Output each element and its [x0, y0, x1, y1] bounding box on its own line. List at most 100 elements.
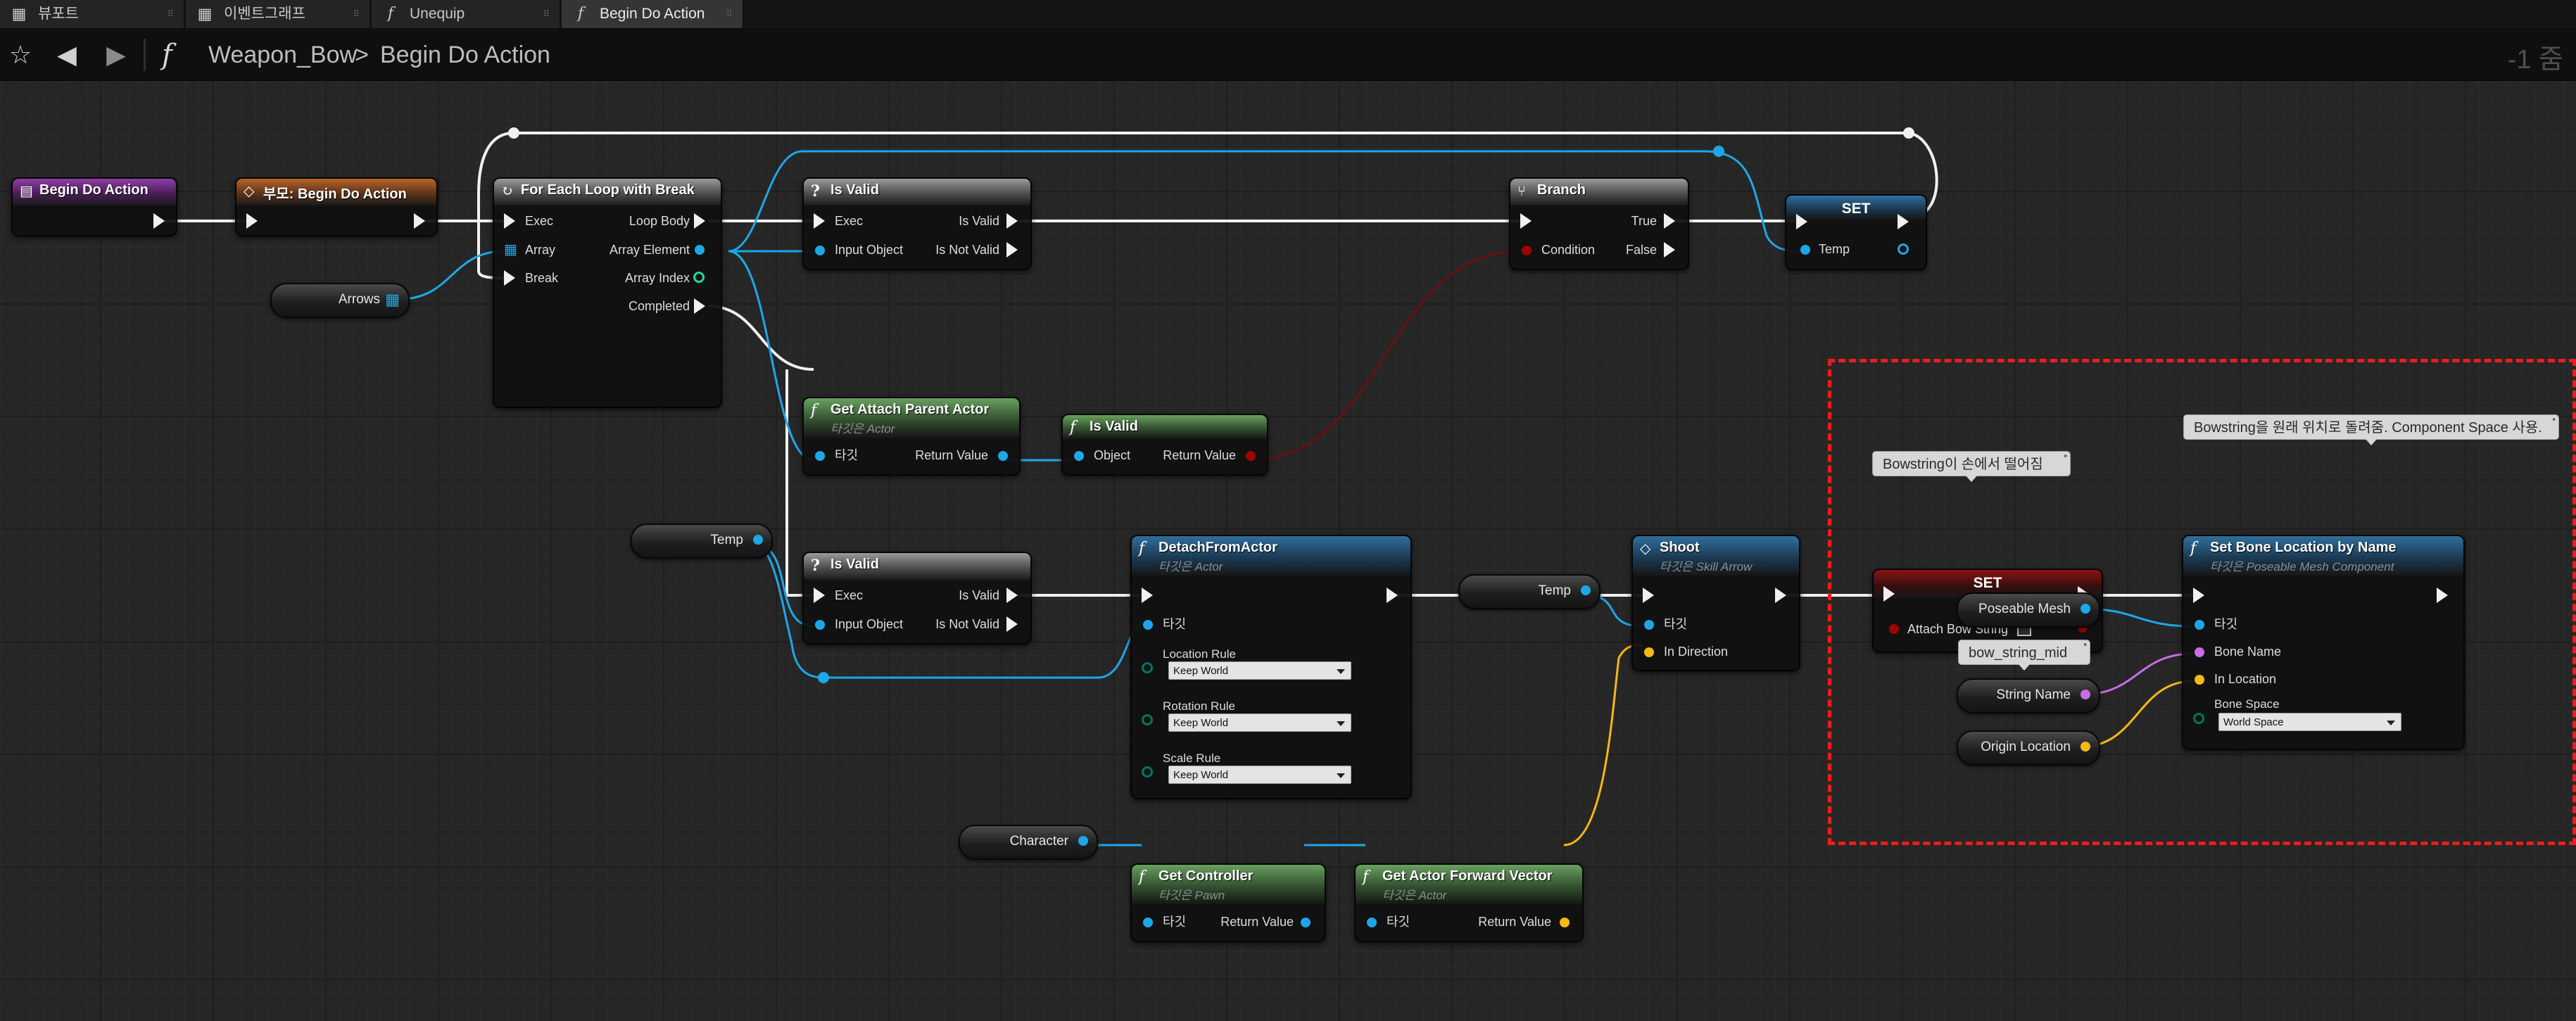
node-for-each-loop-with-break[interactable]: ↻For Each Loop with Break Exec ▦ Array B…: [493, 177, 722, 408]
object-in-pin[interactable]: [815, 620, 825, 630]
object-out-pin[interactable]: [1581, 585, 1591, 595]
exec-out-pin[interactable]: [153, 213, 165, 229]
reroute-knot[interactable]: [1903, 127, 1914, 139]
object-in-pin[interactable]: [1644, 620, 1654, 630]
object-out-pin[interactable]: [695, 245, 705, 255]
node-begin-do-action[interactable]: ▤Begin Do Action: [11, 177, 177, 236]
exec-in-pin[interactable]: [1142, 588, 1153, 603]
node-is-valid[interactable]: ?Is Valid Exec Input Object Is Valid Is …: [802, 177, 1032, 270]
exec-out-pin[interactable]: [1006, 242, 1018, 258]
vector-in-pin[interactable]: [2195, 675, 2204, 685]
object-in-pin[interactable]: [815, 246, 825, 255]
object-out-pin[interactable]: [1301, 918, 1311, 927]
exec-in-pin[interactable]: [814, 213, 825, 229]
exec-out-pin[interactable]: [414, 213, 425, 229]
exec-out-pin[interactable]: [1006, 588, 1018, 603]
exec-in-break-pin[interactable]: [504, 270, 515, 286]
exec-out-pin[interactable]: [2437, 588, 2448, 603]
node-is-valid[interactable]: ?Is Valid Exec Input Object Is Valid Is …: [802, 552, 1032, 645]
reroute-knot[interactable]: [1713, 146, 1724, 157]
exec-in-pin[interactable]: [814, 588, 825, 603]
object-in-pin[interactable]: [1143, 918, 1153, 927]
object-in-pin[interactable]: [1143, 620, 1153, 630]
vector-in-pin[interactable]: [1644, 647, 1654, 657]
vector-out-pin[interactable]: [1560, 918, 1570, 927]
object-out-pin[interactable]: [998, 451, 1008, 461]
exec-out-pin[interactable]: [1387, 588, 1398, 603]
exec-out-pin[interactable]: [1006, 213, 1018, 229]
object-in-pin[interactable]: [1367, 918, 1377, 927]
node-parent-begin-do-action[interactable]: ◇부모: Begin Do Action: [235, 177, 438, 236]
object-out-pin[interactable]: [753, 535, 763, 545]
exec-out-pin[interactable]: [1898, 214, 1909, 229]
exec-out-pin[interactable]: [1775, 588, 1786, 603]
byte-in-pin[interactable]: [2193, 713, 2204, 724]
location-rule-dropdown[interactable]: Keep World: [1168, 661, 1351, 680]
array-pin-icon[interactable]: ▦: [385, 291, 400, 308]
exec-out-pin[interactable]: [1006, 616, 1018, 632]
variable-arrows[interactable]: Arrows ▦: [270, 283, 410, 318]
exec-in-pin[interactable]: [246, 213, 258, 229]
node-branch[interactable]: ⑂Branch Condition True False: [1509, 177, 1689, 270]
forward-arrow-icon[interactable]: ▶: [106, 40, 126, 69]
collapse-icon[interactable]: ▪: [2552, 414, 2556, 424]
breadcrumb-parent[interactable]: Weapon_Bow: [208, 42, 358, 68]
exec-out-pin[interactable]: [694, 213, 705, 229]
variable-temp[interactable]: Temp: [1458, 574, 1600, 609]
rotation-rule-dropdown[interactable]: Keep World: [1168, 714, 1351, 732]
exec-out-pin[interactable]: [1664, 213, 1675, 229]
int-out-pin[interactable]: [693, 272, 705, 283]
collapse-icon[interactable]: ▪: [2083, 639, 2087, 649]
object-out-pin[interactable]: [1898, 243, 1909, 255]
favorite-star-icon[interactable]: ☆: [8, 40, 32, 69]
collapse-icon[interactable]: ▪: [2064, 450, 2067, 461]
exec-in-pin[interactable]: [2193, 588, 2204, 603]
bool-in-pin[interactable]: [1889, 624, 1899, 634]
blueprint-graph-canvas[interactable]: ▤Begin Do Action ◇부모: Begin Do Action ↻F…: [0, 81, 2576, 1021]
exec-in-pin[interactable]: [1643, 588, 1654, 603]
byte-in-pin[interactable]: [1142, 714, 1153, 725]
byte-in-pin[interactable]: [1142, 766, 1153, 778]
array-pin-icon[interactable]: ▦: [504, 242, 517, 258]
bone-space-dropdown[interactable]: World Space: [2218, 713, 2401, 731]
bool-in-pin[interactable]: [1522, 246, 1532, 255]
variable-poseable-mesh[interactable]: Poseable Mesh: [1957, 592, 2100, 628]
exec-in-pin[interactable]: [1883, 586, 1895, 602]
tab-event-graph[interactable]: ▦ 이벤트그래프 ⠿: [186, 0, 370, 28]
back-arrow-icon[interactable]: ◀: [57, 40, 77, 69]
variable-origin-location[interactable]: Origin Location: [1957, 730, 2100, 766]
reroute-knot[interactable]: [818, 672, 829, 683]
name-out-pin[interactable]: [2081, 690, 2090, 699]
scale-rule-dropdown[interactable]: Keep World: [1168, 766, 1351, 784]
object-in-pin[interactable]: [1800, 245, 1810, 255]
tab-viewport[interactable]: ▦ 뷰포트 ⠿: [0, 0, 184, 28]
tab-unequip[interactable]: f Unequip ⠿: [372, 0, 560, 28]
comment-bubble[interactable]: Bowstring이 손에서 떨어짐▪: [1872, 450, 2071, 482]
exec-out-pin[interactable]: [1664, 242, 1675, 258]
object-in-pin[interactable]: [1074, 451, 1084, 461]
variable-temp[interactable]: Temp: [631, 524, 773, 559]
comment-bubble[interactable]: Bowstring을 원래 위치로 돌려줌. Component Space 사…: [2183, 414, 2559, 445]
object-in-pin[interactable]: [815, 451, 825, 461]
exec-in-pin[interactable]: [1520, 213, 1532, 229]
comment-bubble[interactable]: bow_string_mid▪: [1958, 639, 2090, 671]
tab-begin-do-action[interactable]: f Begin Do Action ⠿: [562, 0, 743, 28]
variable-character[interactable]: Character: [959, 825, 1098, 860]
variable-string-name[interactable]: String Name: [1957, 678, 2100, 714]
name-in-pin[interactable]: [2195, 647, 2204, 657]
reroute-knot[interactable]: [508, 127, 519, 139]
object-out-pin[interactable]: [2081, 604, 2090, 614]
object-out-pin[interactable]: [1078, 836, 1088, 846]
exec-in-pin[interactable]: [1796, 214, 1807, 229]
object-in-pin[interactable]: [2195, 620, 2204, 630]
vector-out-pin[interactable]: [2081, 742, 2090, 752]
node-set-temp[interactable]: SET Temp: [1785, 194, 1927, 270]
byte-in-pin[interactable]: [1142, 662, 1153, 673]
